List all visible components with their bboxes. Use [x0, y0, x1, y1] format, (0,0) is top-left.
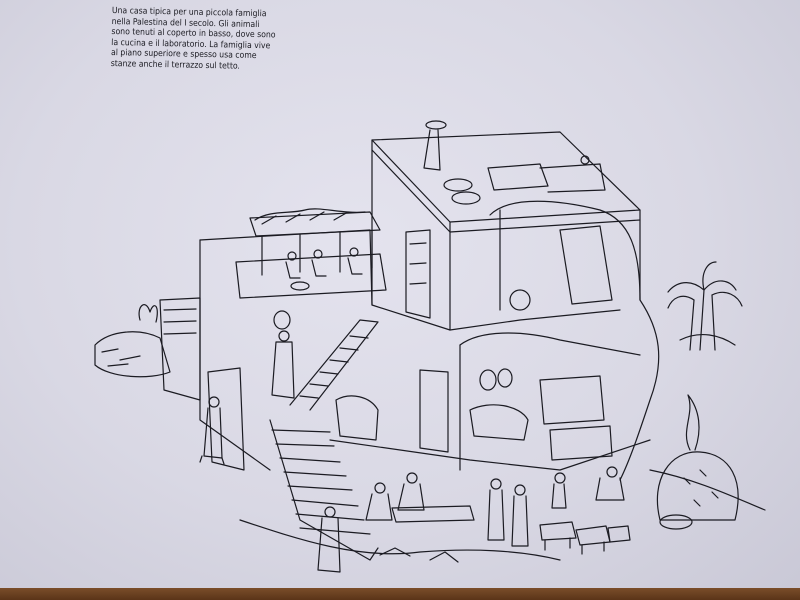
ground-rocks: [94, 331, 766, 563]
left-annex: [138, 297, 201, 401]
lower-interior: [335, 225, 613, 461]
doorway-figure: [199, 367, 245, 471]
oven-and-fire: [656, 394, 739, 530]
palm-trees: [667, 261, 743, 351]
roof-pergola: [235, 208, 387, 299]
table-edge: [0, 588, 800, 600]
figure-with-jar: [271, 310, 295, 399]
rooftop-figure: [423, 120, 606, 205]
goats: [539, 521, 631, 555]
foreground-people: [317, 466, 625, 573]
exterior-staircase: [269, 319, 379, 561]
